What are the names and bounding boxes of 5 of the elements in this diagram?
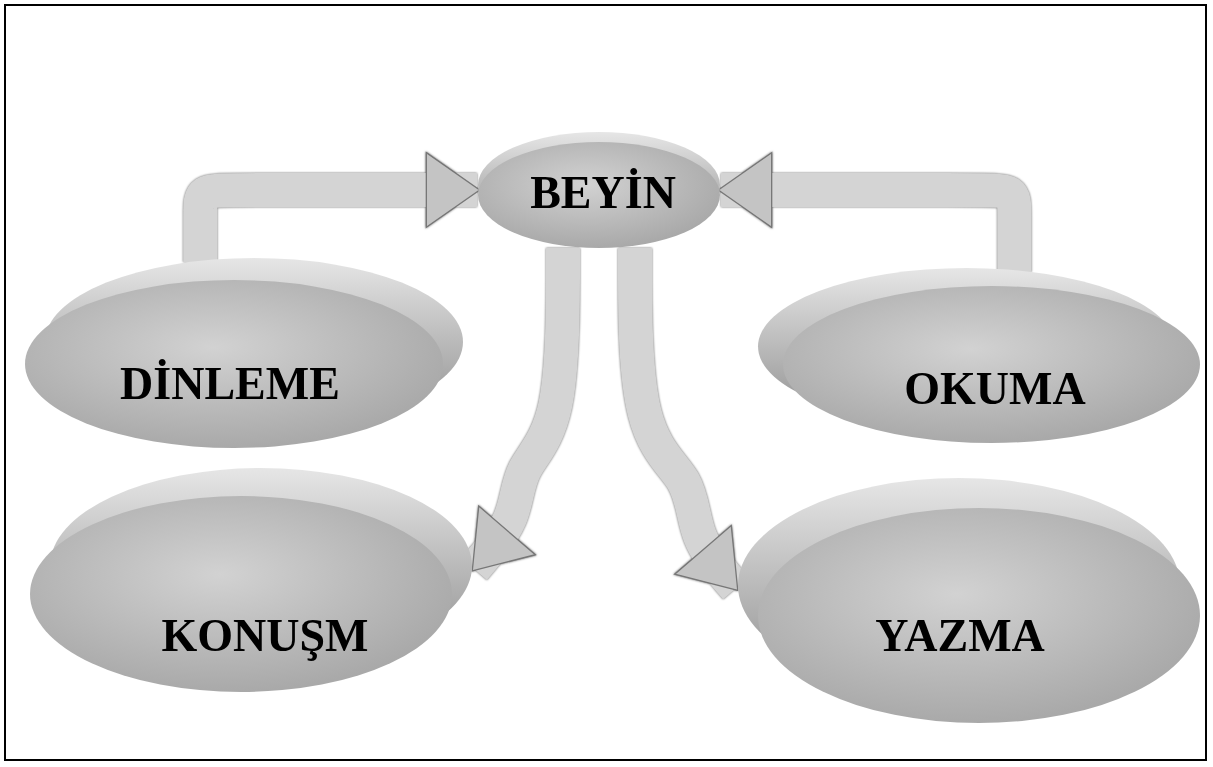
node-label: YAZMA	[875, 608, 1045, 662]
node-label: DİNLEME	[120, 356, 340, 410]
node-label: OKUMA	[904, 361, 1086, 415]
node-label: KONUŞM	[161, 608, 369, 662]
node-label: BEYİN	[530, 165, 676, 219]
